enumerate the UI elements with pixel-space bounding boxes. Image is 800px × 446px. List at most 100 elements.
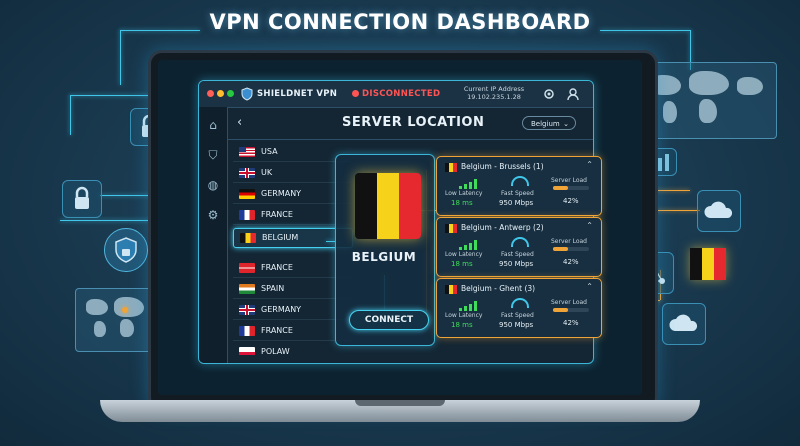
country-item-spain[interactable]: SPAIN [233,280,351,299]
signal-bars-icon [459,179,477,189]
load-bar-fill [553,247,569,251]
load-bar [553,247,589,251]
region-select[interactable]: Belgium ⌄ [522,116,576,130]
close-window-button[interactable] [207,90,214,97]
circuit-line [600,30,690,31]
speed-gauge-icon [511,298,529,308]
speed-gauge-icon [511,237,529,247]
cloud-tile [662,303,706,345]
speed-gauge-icon [511,176,529,186]
selected-country-name: BELGIUM [351,250,417,264]
shield-icon[interactable]: ⛉ [208,148,218,162]
laptop-base [100,400,700,422]
country-item-uk[interactable]: UK [233,164,351,183]
speed-label: Fast Speed [501,251,534,258]
country-item-france[interactable]: FRANCE [233,322,351,341]
server-name: Belgium - Brussels (1) [461,162,544,171]
server-card[interactable]: Belgium - Antwerp (2) ⌃ Low Latency 18 m… [436,217,602,277]
cloud-icon [704,201,733,218]
server-card[interactable]: Belgium - Ghent (3) ⌃ Low Latency 18 ms … [436,278,602,338]
circuit-line [70,95,71,135]
chevron-up-icon[interactable]: ⌃ [586,282,593,291]
country-item-poland[interactable]: POLAW [233,343,351,355]
load-bar-fill [553,308,569,312]
country-list: USA UK GERMANY FRANCE BELGIUM FRANCE SPA… [227,139,355,363]
country-item-belgium[interactable]: BELGIUM [233,228,353,248]
load-label: Server Load [551,177,587,184]
circuit-line [120,30,200,31]
uk-flag-icon [239,305,255,315]
region-select-value: Belgium [531,120,560,128]
latency-label: Low Latency [445,312,483,319]
country-item-germany[interactable]: GERMANY [233,185,351,204]
belgium-flag-decor [690,248,726,280]
france-flag-icon [239,210,255,220]
circuit-line [120,30,121,85]
shield-badge [104,228,148,272]
maximize-window-button[interactable] [227,90,234,97]
lock-icon [75,186,89,209]
laptop-notch [355,400,445,406]
load-value: 42% [563,258,579,266]
country-item-france[interactable]: FRANCE [233,206,351,225]
globe-icon[interactable]: ◍ [207,178,219,192]
belgium-flag-large-icon [355,173,421,239]
speed-value: 950 Mbps [499,199,534,207]
circuit-line [70,95,150,96]
speed-label: Fast Speed [501,312,534,319]
load-bar-fill [553,186,569,190]
latency-value: 18 ms [451,321,473,329]
latency-label: Low Latency [445,251,483,258]
back-arrow-icon[interactable]: ‹ [237,115,243,130]
latency-label: Low Latency [445,190,483,197]
world-map-panel [640,62,777,139]
app-sidebar: ⌂ ⛉ ◍ ⚙ [199,107,228,363]
server-name: Belgium - Ghent (3) [461,284,536,293]
france-flag-icon [239,326,255,336]
circuit-line [690,30,691,70]
chevron-up-icon[interactable]: ⌃ [586,160,593,169]
belgium-flag-icon [240,233,256,243]
ip-address-block: Current IP Address 19.102.235.1.28 [459,85,529,101]
poland-flag-icon [239,347,255,355]
cloud-tile [697,190,741,232]
content-header: ‹ SERVER LOCATION Belgium ⌄ [227,107,593,140]
germany-flag-icon [239,189,255,199]
load-value: 42% [563,319,579,327]
latency-value: 18 ms [451,260,473,268]
belgium-flag-icon [445,285,457,294]
minimize-window-button[interactable] [217,90,224,97]
circuit-line [100,195,150,196]
belgium-flag-icon [445,224,457,233]
page-title: VPN CONNECTION DASHBOARD [209,10,591,34]
settings-icon[interactable]: ⚙ [207,208,219,222]
ip-address-value: 19.102.235.1.28 [467,93,521,101]
chevron-up-icon[interactable]: ⌃ [586,221,593,230]
server-card[interactable]: Belgium - Brussels (1) ⌃ Low Latency 18 … [436,156,602,216]
load-bar [553,186,589,190]
spain-flag-icon [239,284,255,294]
uk-flag-icon [239,168,255,178]
load-label: Server Load [551,238,587,245]
server-name: Belgium - Antwerp (2) [461,223,544,232]
status-dot-icon [352,90,359,97]
country-item-usa[interactable]: USA [233,143,351,162]
load-bar [553,308,589,312]
france-flag-icon [239,263,255,273]
usa-flag-icon [239,147,255,157]
settings-icon[interactable] [542,87,556,101]
lock-tile [62,180,102,218]
signal-bars-icon [459,240,477,250]
circuit-line [60,220,150,221]
latency-value: 18 ms [451,199,473,207]
home-icon[interactable]: ⌂ [209,118,217,132]
app-titlebar: SHIELDNET VPN DISCONNECTED Current IP Ad… [199,81,593,108]
country-item-france[interactable]: FRANCE [233,259,351,278]
ip-address-label: Current IP Address [463,85,525,93]
connect-button[interactable]: CONNECT [349,310,429,330]
connector-line [326,241,336,242]
user-icon[interactable] [566,87,580,101]
country-item-germany[interactable]: GERMANY [233,301,351,320]
cloud-icon [669,314,698,331]
chevron-down-icon: ⌄ [563,120,569,128]
